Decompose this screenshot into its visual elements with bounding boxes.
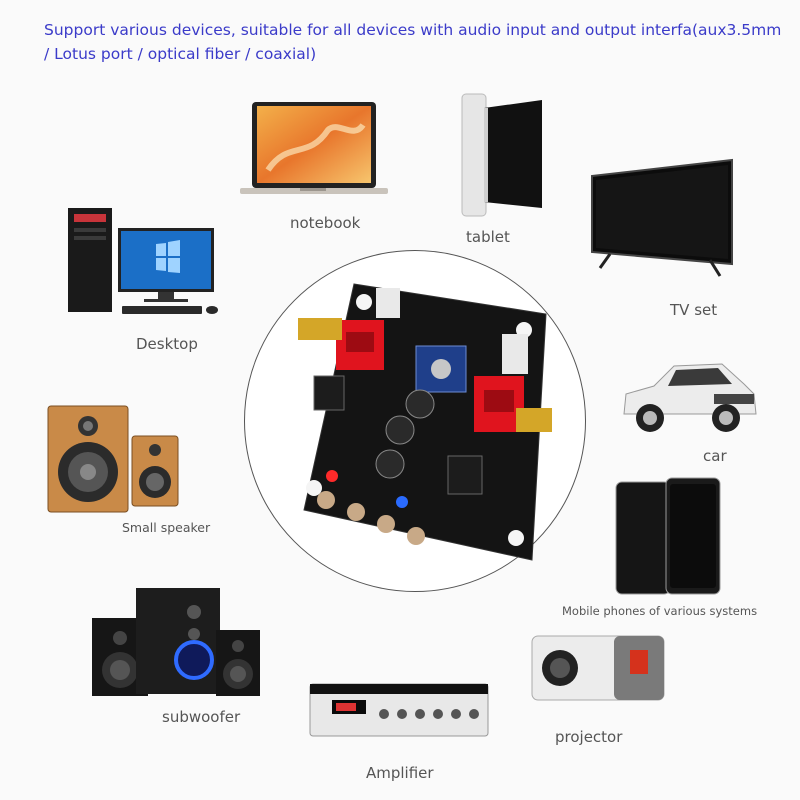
tv-label: TV set xyxy=(670,301,718,319)
amplifier-image xyxy=(309,683,489,737)
projector-label: projector xyxy=(555,728,623,746)
desktop-label: Desktop xyxy=(136,335,198,353)
phones-image xyxy=(615,477,721,595)
tablet-label: tablet xyxy=(466,228,510,246)
car-image xyxy=(623,363,757,432)
notebook-image xyxy=(240,102,388,194)
subwoofer-image xyxy=(92,588,260,696)
headline: Support various devices, suitable for al… xyxy=(44,21,782,63)
audio-board-image xyxy=(298,283,552,561)
notebook-label: notebook xyxy=(290,214,361,232)
speaker-label: Small speaker xyxy=(122,520,211,535)
desktop-image xyxy=(68,208,218,314)
tablet-image xyxy=(461,93,542,217)
phones-label: Mobile phones of various systems xyxy=(562,604,758,618)
speaker-image xyxy=(47,405,179,513)
car-label: car xyxy=(703,447,727,465)
subwoofer-label: subwoofer xyxy=(162,708,241,726)
tv-image xyxy=(591,158,733,277)
amplifier-label: Amplifier xyxy=(366,764,434,782)
projector-image xyxy=(531,635,665,701)
